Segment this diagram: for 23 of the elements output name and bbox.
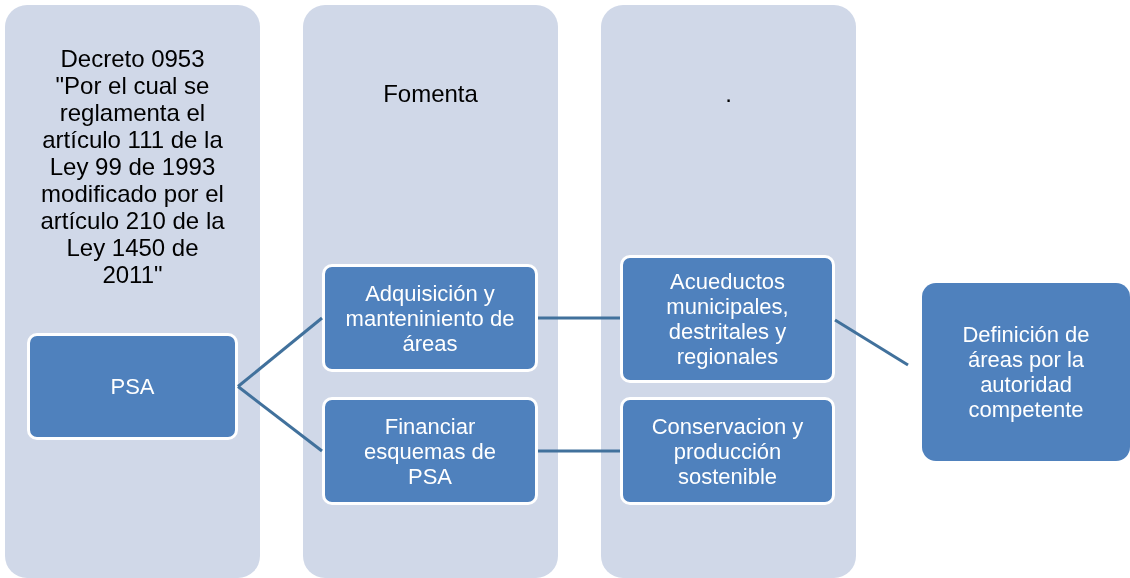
box-label: Financiar esquemas de PSA [362, 413, 498, 489]
process-box [322, 397, 538, 505]
connector-line [237, 316, 323, 388]
box-label: Acueductos municipales, destritales y regionales [665, 269, 790, 369]
column-panel [303, 5, 558, 578]
connector-line [538, 316, 620, 320]
column-heading: . [724, 80, 733, 107]
process-box [620, 255, 835, 383]
box-label: PSA [109, 374, 156, 399]
connector-line [237, 385, 323, 453]
column-panel [5, 5, 260, 578]
process-box [922, 283, 1130, 461]
column-panel [601, 5, 856, 578]
column-heading: Decreto 0953 "Por el cual se reglamenta el artículo 111 de la Ley 99 de 1993 modificado por el artículo 210 de la Ley 1450 de 2011" [39, 45, 226, 288]
box-label: Definición de áreas por la autoridad competente [961, 322, 1091, 422]
connector-line [538, 449, 620, 453]
connector-line [834, 318, 909, 367]
process-box [27, 333, 238, 440]
box-label: Conservacion y producción sostenible [650, 413, 805, 489]
process-box [620, 397, 835, 505]
process-box [322, 264, 538, 372]
box-label: Adquisición y manteniniento de áreas [344, 280, 516, 356]
column-heading: Fomenta [382, 80, 479, 107]
